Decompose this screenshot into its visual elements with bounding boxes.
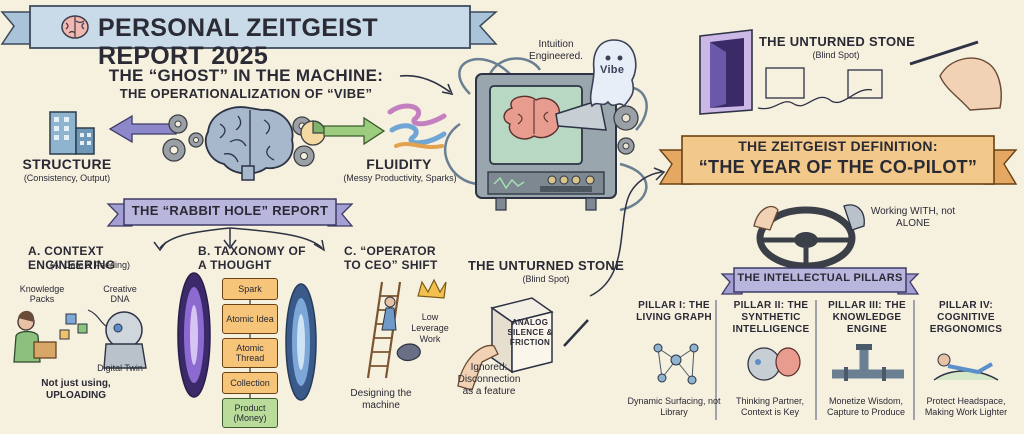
title-ribbon [0,5,498,49]
arrow-right-icon [323,116,386,146]
portal-icon [177,272,211,398]
fluidity-label: FLUIDITY [366,156,432,172]
cube-text: ANALOG SILENCE & FRICTION [507,318,553,347]
pipe-icon [832,344,904,381]
doorway-illustration [699,29,753,115]
uploading-note: Not just using, UPLOADING [41,378,111,401]
stone-center-title: THE UNTURNED STONE [467,258,625,273]
section-a-sub: (AI Care & Feeding) [50,260,131,270]
brain-icon [61,15,89,39]
stone-top-title: THE UNTURNED STONE [758,34,916,49]
taxonomy-step: Product (Money) [222,398,278,428]
pillar-2-title: PILLAR II: THE SYNTHETIC INTELLIGENCE [732,300,810,335]
structure-label: STRUCTURE [22,156,112,172]
section-a-title: A. CONTEXT ENGINEERING [28,244,116,272]
intuition-note: Intuition Engineered. [529,39,583,62]
synthetic-intelligence-icon [747,347,801,381]
building-icon [49,111,95,155]
pillars-banner: THE INTELLECTUAL PILLARS [737,272,903,284]
fluidity-sub: (Messy Productivity, Sparks) [343,173,457,183]
knowledge-packs-label: Knowledge Packs [19,284,65,304]
rabbit-hole-ribbon [106,198,354,227]
pillar-1-title: PILLAR I: THE LIVING GRAPH [636,300,712,323]
designing-label: Designing the machine [350,388,412,411]
arrow-up-icon [589,167,666,297]
cube-illustration [457,297,589,391]
zeitgeist-line1: THE ZEITGEIST DEFINITION: [738,138,938,154]
ghost-subheading: THE OPERATIONALIZATION OF “VIBE” [119,86,373,101]
section-b-title: B. TAXONOMY OF A THOUGHT [198,244,306,272]
pillars-ribbon [720,267,920,295]
digital-twin-label: Digital Twin [97,363,143,373]
vibe-label: Vibe [600,64,625,76]
pillar-1-caption: Dynamic Surfacing, not Library [627,396,721,417]
stone-top-sub: (Blind Spot) [812,50,860,60]
report-title: PERSONAL ZEITGEIST REPORT 2025 [98,14,378,70]
creative-dna-label: Creative DNA [103,284,137,304]
swirl-icon [387,103,447,149]
ghost-icon [589,39,637,108]
taxonomy-step: Collection [222,372,278,394]
ghost-heading: THE “GHOST” IN THE MACHINE: [108,66,384,85]
pillar-4-caption: Protect Headspace, Making Work Lighter [924,396,1008,417]
machine-illustration [443,57,648,212]
network-graph-icon [653,343,699,385]
arrow-curve-icon [399,74,454,96]
ignored-note: Ignored: Disconnection as a feature [457,362,521,397]
arrow-left-icon [108,114,177,144]
writing-hand-illustration [909,40,1002,111]
ladder-illustration [366,278,447,379]
sketch-illustration [757,67,883,110]
taxonomy-step: Atomic Thread [222,338,278,368]
rabbit-hole-banner: THE “RABBIT HOLE” REPORT [131,203,329,218]
steering-wheel-illustration [753,204,865,270]
pillar-4-title: PILLAR IV: COGNITIVE ERGONOMICS [929,300,1003,335]
pillar-3-title: PILLAR III: THE KNOWLEDGE ENGINE [828,300,906,335]
zeitgeist-ribbon [658,135,1018,185]
brain-illustration [204,106,294,181]
gear-icon [162,114,204,162]
stone-center-sub: (Blind Spot) [522,274,570,284]
low-leverage-label: Low Leverage Work [411,312,449,344]
section-c-title: C. “OPERATOR TO CEO” SHIFT [344,244,438,272]
working-with-note: Working WITH, not ALONE [870,206,956,229]
relaxing-person-icon [933,353,999,381]
uploading-illustration [13,309,147,369]
branch-arrows [153,227,326,252]
structure-sub: (Consistency, Output) [23,173,111,183]
portal-icon [285,283,317,401]
taxonomy-step: Spark [222,278,278,300]
taxonomy-step: Atomic Idea [222,304,278,334]
zeitgeist-line2: “THE YEAR OF THE CO-PILOT” [698,157,978,177]
pillar-2-caption: Thinking Partner, Context is Key [735,396,805,417]
pillar-3-caption: Monetize Wisdom, Capture to Produce [826,396,906,417]
pillar-dividers [715,300,915,420]
low-leverage-icon [396,343,421,362]
